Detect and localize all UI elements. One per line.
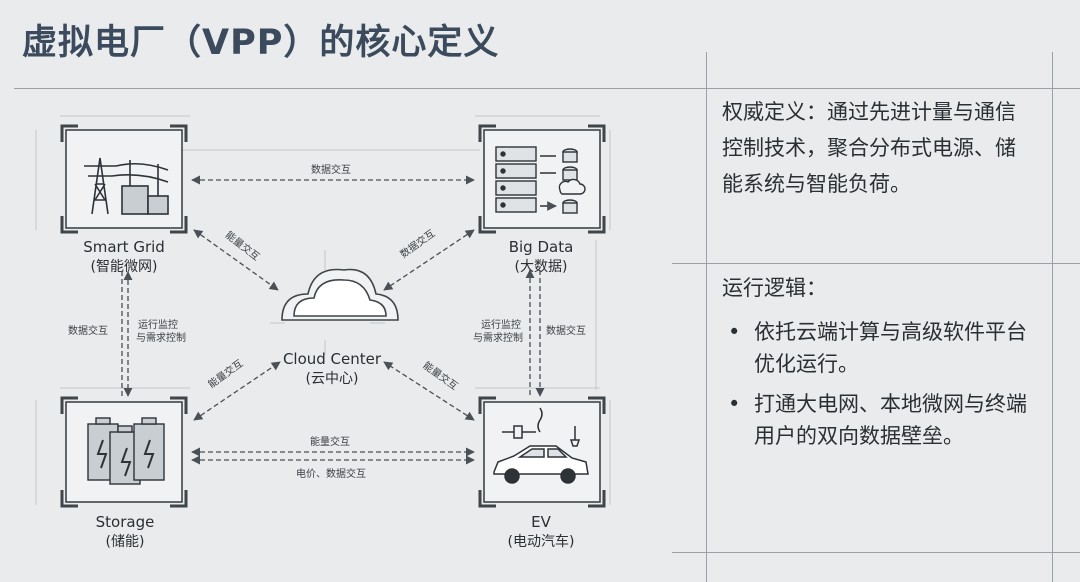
big-data-label: Big Data (大数据) xyxy=(509,237,574,277)
cloud-icon xyxy=(281,268,399,321)
smart-grid-cn: (智能微网) xyxy=(90,259,158,275)
big-data-cn: (大数据) xyxy=(514,259,568,275)
edge-label-bottom-a: 能量交互 xyxy=(310,437,350,448)
storage-label: Storage (储能) xyxy=(96,512,155,552)
panel-divider xyxy=(672,263,1080,264)
cloud-center-en: Cloud Center xyxy=(282,350,382,368)
edge-label-left-b2: 与需求控制 xyxy=(136,333,186,344)
ev-en: EV xyxy=(531,513,551,531)
storage-en: Storage xyxy=(95,513,155,531)
panel-left-border xyxy=(706,52,707,582)
page-title: 虚拟电厂（VPP）的核心定义 xyxy=(22,23,500,63)
battery-icon xyxy=(87,417,165,485)
edge-grid-cloud xyxy=(193,229,279,291)
big-data-en: Big Data xyxy=(508,238,574,256)
ev-cn: (电动汽车) xyxy=(507,534,575,550)
edge-storage-cloud xyxy=(193,361,281,421)
cloud-center-cn: (云中心) xyxy=(305,371,359,387)
panel-bottom-divider xyxy=(672,552,1080,553)
title-divider xyxy=(14,88,1080,89)
edge-label-top: 数据交互 xyxy=(311,165,351,176)
edge-label-right-a2: 与需求控制 xyxy=(473,333,523,344)
edge-bigdata-cloud xyxy=(383,229,475,291)
edge-label-right-b: 数据交互 xyxy=(546,326,586,337)
logic-bullet-2: 打通大电网、本地微网与终端用户的双向数据壁垒。 xyxy=(722,388,1046,452)
ev-frame xyxy=(478,396,606,508)
storage-cn: (储能) xyxy=(105,534,145,550)
edge-ev-cloud xyxy=(383,361,475,421)
dimension-lines xyxy=(35,115,611,505)
logic-list: 依托云端计算与高级软件平台优化运行。 打通大电网、本地微网与终端用户的双向数据壁… xyxy=(722,316,1046,460)
panel-right-border xyxy=(1052,52,1053,582)
ev-label: EV (电动汽车) xyxy=(508,512,575,552)
logic-bullet-1: 依托云端计算与高级软件平台优化运行。 xyxy=(722,316,1046,380)
vpp-diagram xyxy=(35,115,611,508)
edge-label-left-b1: 运行监控 xyxy=(138,320,178,331)
smart-grid-label: Smart Grid (智能微网) xyxy=(83,237,165,277)
smart-grid-frame xyxy=(60,124,188,234)
big-data-frame xyxy=(478,124,606,234)
edge-label-bottom-b: 电价、数据交互 xyxy=(296,469,366,480)
logic-title: 运行逻辑： xyxy=(722,276,827,300)
smart-grid-en: Smart Grid xyxy=(83,238,165,256)
definition-text: 权威定义：通过先进计量与通信控制技术，聚合分布式电源、储能系统与智能负荷。 xyxy=(722,100,1016,196)
cloud-center-label: Cloud Center (云中心) xyxy=(283,349,381,389)
storage-frame xyxy=(60,396,188,508)
edge-label-right-a1: 运行监控 xyxy=(481,320,521,331)
electric-car-icon xyxy=(493,407,589,484)
server-database-icon xyxy=(495,146,586,213)
transmission-tower-icon xyxy=(84,157,169,215)
edge-label-left-a: 数据交互 xyxy=(68,326,108,337)
